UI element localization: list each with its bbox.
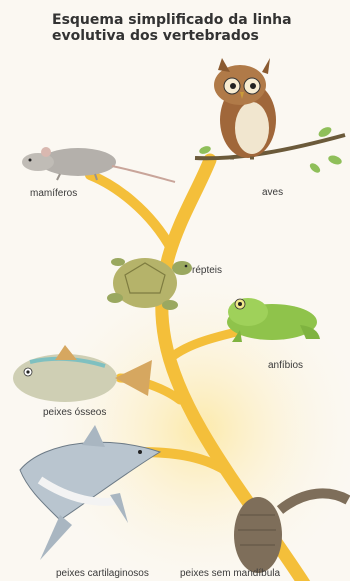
label-peixes-sem-mandibula: peixes sem mandíbula	[180, 568, 280, 579]
branch-mammals	[90, 175, 172, 250]
owl-illustration	[214, 58, 276, 158]
label-aves: aves	[262, 187, 283, 198]
label-peixes-osseos: peixes ósseos	[43, 407, 106, 418]
label-peixes-cartilaginosos: peixes cartilaginosos	[56, 568, 149, 579]
diagram-title: Esquema simplificado da linha evolutiva …	[52, 12, 342, 44]
label-repteis: répteis	[192, 265, 222, 276]
label-anfibios: anfíbios	[268, 360, 303, 371]
label-mamiferos: mamíferos	[30, 188, 77, 199]
